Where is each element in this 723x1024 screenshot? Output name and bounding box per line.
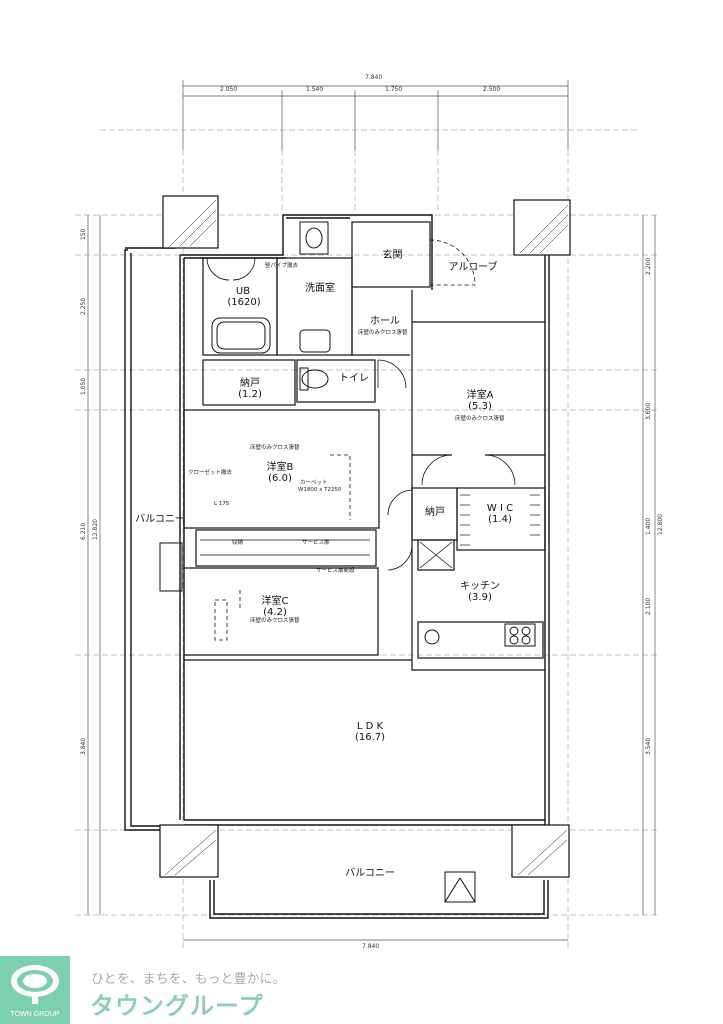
note-carpet: カーペット: [300, 480, 328, 486]
room-yoshitsu-b-size: (6.0): [268, 473, 292, 484]
dim-right-total: 12.800: [657, 514, 664, 535]
room-genkan: 玄関: [382, 250, 403, 261]
room-wic: W I C: [486, 503, 514, 514]
dim-left-seg-3: 1.050: [80, 377, 87, 395]
room-yoshitsu-c-size: (4.2): [263, 607, 287, 618]
note-closet-remove: クローゼット撤去: [188, 470, 233, 476]
balcony-bottom: バルコニー: [345, 868, 395, 879]
room-yoshitsu-b: 洋室B: [266, 462, 294, 473]
dim-top-seg-4: 2.500: [483, 86, 501, 93]
room-ub-size: (1620): [227, 297, 261, 308]
balcony-side: バルコニー: [135, 514, 185, 525]
tree-icon: [11, 965, 59, 1004]
note-lumber: L 175: [214, 501, 230, 507]
column-hatch: [164, 199, 569, 876]
dim-right-seg-2: 3.600: [645, 402, 652, 420]
note-pipe: 竪パイプ撤去: [265, 263, 299, 269]
note-hall-cloth: 床壁のみクロス張替: [358, 330, 408, 336]
brand-name: タウングループ: [90, 992, 264, 1020]
note-a-cloth: 床壁のみクロス張替: [455, 416, 505, 422]
interior-walls: [183, 221, 546, 671]
note-door-1: サービス扉: [302, 540, 330, 546]
room-wic-size: (1.4): [488, 514, 512, 525]
room-ub: UB: [235, 286, 251, 297]
dim-top-total: 7.840: [365, 74, 383, 81]
dim-left-seg-5: 3.840: [80, 737, 87, 755]
note-carpet-size: W1800 x T2250: [298, 487, 342, 493]
fridge-box: [419, 541, 453, 569]
dim-left-seg-1: 150: [80, 228, 87, 240]
floor-plan: [75, 80, 660, 950]
door-swings: [206, 257, 516, 571]
note-storage: 収納: [232, 540, 244, 546]
dim-top-seg-2: 1.540: [306, 86, 324, 93]
dim-right-seg-3: 1.400: [645, 517, 652, 535]
room-yoshitsu-c: 洋室C: [261, 596, 289, 607]
room-senmen: 洗面室: [305, 283, 335, 294]
town-group-logo: TOWN GROUP: [0, 956, 70, 1024]
dim-top-seg-3: 1.750: [385, 86, 403, 93]
logo-text: TOWN GROUP: [10, 1011, 60, 1018]
dim-bottom-total: 7.840: [362, 943, 380, 950]
columns: [159, 195, 571, 878]
room-alcove: アルコーブ: [448, 262, 498, 273]
dim-left-total: 12.820: [92, 519, 99, 540]
room-ldk: L D K: [356, 721, 384, 732]
room-yoshitsu-a: 洋室A: [466, 390, 494, 401]
dim-top-seg-1: 2.050: [220, 86, 238, 93]
room-storage-1: 納戸: [240, 378, 260, 389]
dim-left-seg-2: 2.250: [80, 297, 87, 315]
room-storage-2: 納戸: [425, 507, 445, 518]
dim-right-seg-5: 3.540: [645, 737, 652, 755]
room-toilet: トイレ: [339, 373, 369, 384]
room-ldk-size: (16.7): [354, 732, 386, 743]
room-kitchen-size: (3.9): [468, 592, 492, 603]
alcove-dashes: [214, 239, 476, 641]
room-kitchen: キッチン: [460, 581, 500, 592]
footer-brand: TOWN GROUP ひとを、まちを、もっと豊かに。 タウングループ: [0, 956, 723, 1024]
note-door-2: サービス扉新設: [316, 568, 355, 574]
side-dimension-lines: [87, 215, 656, 941]
room-storage-1-size: (1.2): [238, 389, 262, 400]
note-b-cloth: 床壁のみクロス張替: [250, 445, 300, 451]
dim-right-seg-1: 2.200: [645, 257, 652, 275]
room-yoshitsu-a-size: (5.3): [468, 401, 492, 412]
wic-shelving: [200, 494, 540, 556]
dim-right-seg-4: 2.100: [645, 597, 652, 615]
tagline: ひとを、まちを、もっと豊かに。: [91, 972, 286, 987]
room-hall: ホール: [370, 316, 400, 327]
dim-left-seg-4: 6.210: [80, 522, 87, 540]
note-c-cloth: 床壁のみクロス張替: [250, 618, 300, 624]
top-dimension-lines: [182, 80, 569, 150]
fixtures: [159, 221, 536, 903]
